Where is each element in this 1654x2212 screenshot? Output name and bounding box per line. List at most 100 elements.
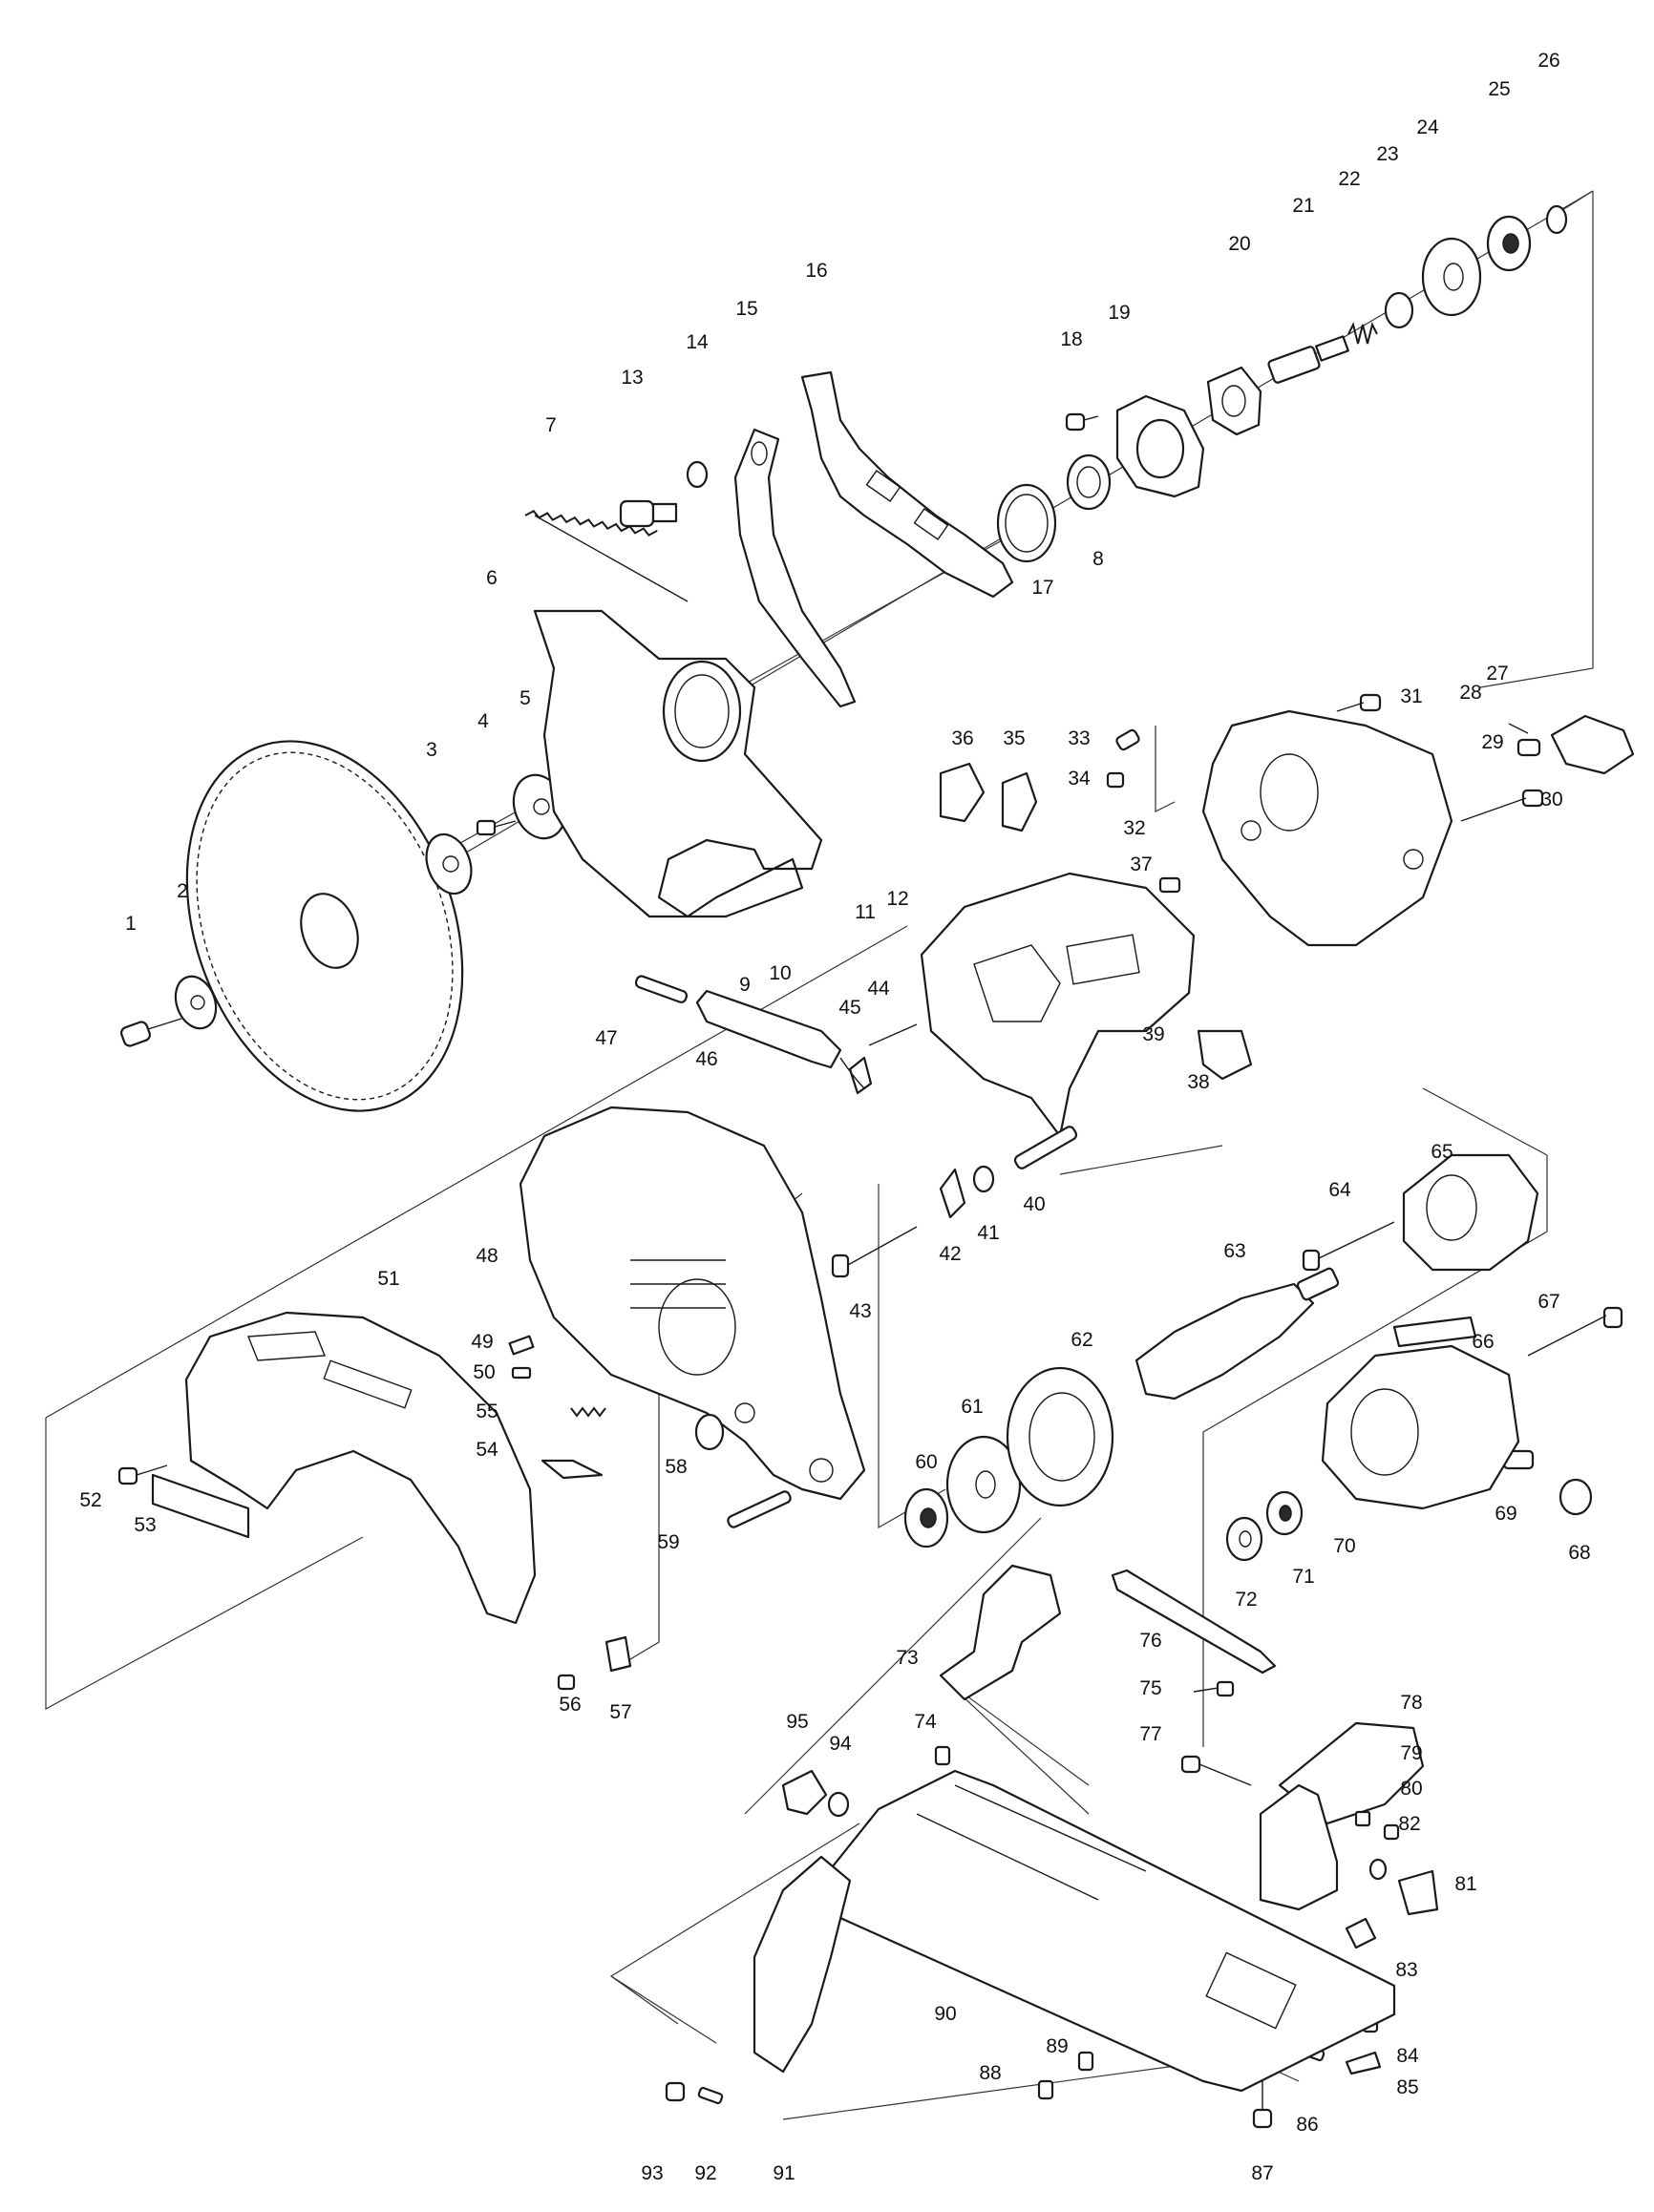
callout-label-67: 67 [1537,1291,1559,1313]
housing-48 [519,1106,866,1501]
callout-labels: 1234567891011121314151617181920212223242… [79,50,1590,2184]
callout-label-38: 38 [1187,1071,1209,1093]
callout-label-46: 46 [695,1048,717,1070]
callout-label-9: 9 [739,974,751,996]
guard-51 [184,1311,537,1625]
knob-95 [781,1769,828,1816]
callout-label-34: 34 [1068,768,1091,790]
callout-label-39: 39 [1142,1023,1164,1045]
callout-label-89: 89 [1046,2035,1068,2057]
screw-64 [1302,1221,1395,1272]
screw-87 [1252,2072,1273,2129]
callout-label-16: 16 [805,260,827,282]
callout-label-45: 45 [838,997,860,1019]
callout-label-29: 29 [1481,731,1503,753]
clip-85 [1345,2051,1382,2075]
callout-label-64: 64 [1328,1179,1351,1201]
saw-blade [185,740,464,1112]
callout-label-60: 60 [915,1451,937,1473]
bolt-31 [1336,693,1382,712]
callout-label-6: 6 [486,567,498,589]
knob-81 [1397,1869,1439,1916]
bolt-13 [619,499,678,528]
callout-label-73: 73 [896,1647,918,1669]
callout-label-70: 70 [1333,1535,1355,1557]
callout-label-44: 44 [867,978,890,1000]
bearing-box-19 [1115,394,1205,498]
label-66 [1392,1316,1477,1348]
callout-label-30: 30 [1540,789,1562,811]
callout-label-23: 23 [1376,143,1398,165]
pin-47 [634,975,689,1003]
link-76 [1111,1569,1277,1675]
callout-label-55: 55 [476,1401,498,1422]
outer-flange [174,975,218,1030]
label-53 [151,1473,250,1539]
callout-label-58: 58 [665,1456,687,1478]
bolt-18 [1065,412,1099,432]
motor-housing-70 [1321,1344,1520,1510]
callout-label-91: 91 [773,2162,795,2184]
gear-24 [1421,237,1482,317]
callout-label-8: 8 [1092,548,1104,570]
spring-74 [934,1745,951,1766]
callout-label-51: 51 [377,1268,399,1290]
callout-label-42: 42 [939,1243,961,1265]
grip-housing [1259,1783,1339,1911]
bearing-25 [1486,215,1532,272]
callout-label-56: 56 [559,1694,581,1716]
callout-label-37: 37 [1130,853,1152,875]
thumb-screw-83 [1345,1917,1377,1949]
callout-label-75: 75 [1139,1677,1161,1699]
part-49 [508,1335,535,1356]
callout-label-14: 14 [686,331,709,353]
callout-label-54: 54 [476,1439,498,1461]
guide-rule-91 [753,1855,852,2074]
baffle-62 [1006,1366,1114,1507]
flange-20 [1206,366,1262,436]
callout-label-93: 93 [641,2162,663,2184]
plate-16 [800,370,1014,599]
clip-45 [848,1056,873,1095]
callout-label-3: 3 [426,739,437,761]
bolt-43 [831,1226,918,1278]
callout-label-19: 19 [1108,302,1130,324]
callout-label-71: 71 [1292,1566,1314,1588]
hex-bolt-4 [476,819,517,836]
callout-label-83: 83 [1395,1959,1417,1981]
part-37 [1158,876,1181,894]
callout-label-35: 35 [1003,727,1025,749]
callout-label-82: 82 [1398,1813,1420,1835]
screw-80 [1383,1823,1400,1841]
callout-label-27: 27 [1486,663,1508,685]
spring-22 [1347,322,1378,345]
callout-label-7: 7 [545,414,557,436]
callout-label-4: 4 [477,710,489,732]
pin-92 [697,2086,724,2105]
safety-cover-6 [533,609,823,918]
callout-label-15: 15 [735,298,757,320]
bolt-56 [557,1674,576,1691]
callout-label-33: 33 [1068,727,1090,749]
set-screw-88 [1037,2079,1054,2100]
callout-label-10: 10 [769,962,791,984]
callout-label-48: 48 [476,1245,498,1267]
part-79 [1354,1810,1371,1827]
lever-27 [1550,714,1635,775]
screw-75 [1193,1680,1235,1697]
arm-15 [733,428,857,708]
spring-7 [524,510,689,602]
switch-35 [1001,771,1038,832]
callout-label-72: 72 [1235,1589,1257,1611]
bolt-44 [868,1023,918,1046]
bracket-73 [939,1564,1062,1701]
clip-54 [541,1459,604,1480]
callout-label-36: 36 [951,727,973,749]
spring-55 [570,1406,606,1418]
cap-68 [1559,1478,1593,1516]
base-90 [819,1769,1396,2093]
callout-label-80: 80 [1400,1778,1422,1800]
callout-label-76: 76 [1139,1630,1161,1652]
bolt-30 [1460,789,1544,822]
